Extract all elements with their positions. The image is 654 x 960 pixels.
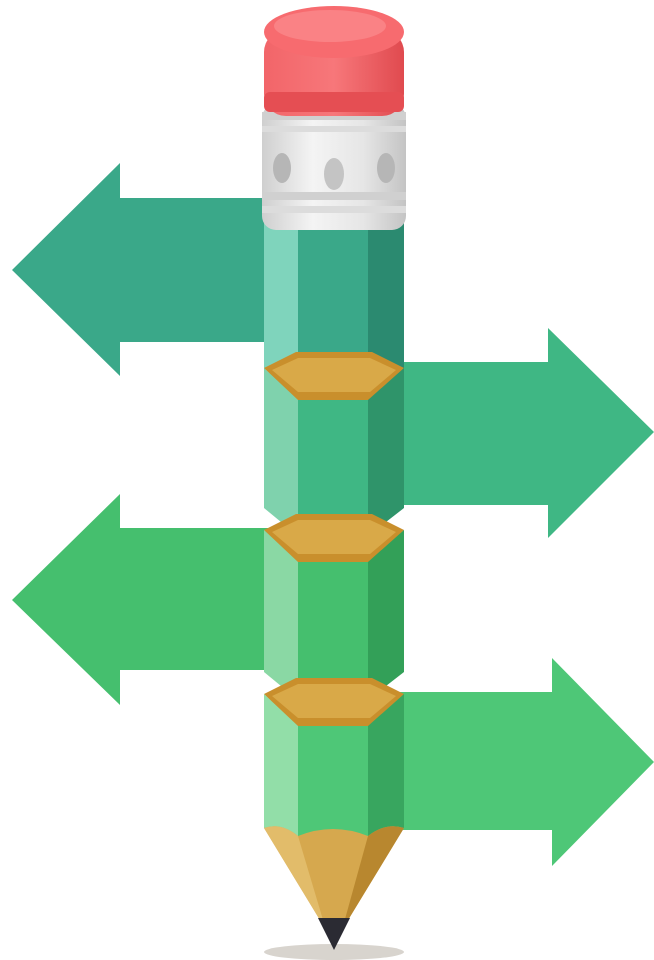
segment-joint-1 <box>264 352 404 400</box>
segment-joint-3 <box>264 678 404 726</box>
segment-3 <box>264 530 404 700</box>
pencil-shadow <box>264 944 404 960</box>
segment-4 <box>264 694 404 840</box>
segment-joint-2 <box>264 514 404 562</box>
segment-1 <box>264 220 404 370</box>
arrow-2 <box>360 328 654 538</box>
arrow-1 <box>12 163 300 376</box>
pencil-ferrule <box>262 104 406 230</box>
pencil-eraser <box>264 6 404 116</box>
arrow-3 <box>12 494 300 705</box>
pencil-lead <box>318 918 350 950</box>
arrow-4 <box>360 658 654 866</box>
pencil-tip <box>264 826 404 930</box>
segment-2 <box>264 368 404 536</box>
